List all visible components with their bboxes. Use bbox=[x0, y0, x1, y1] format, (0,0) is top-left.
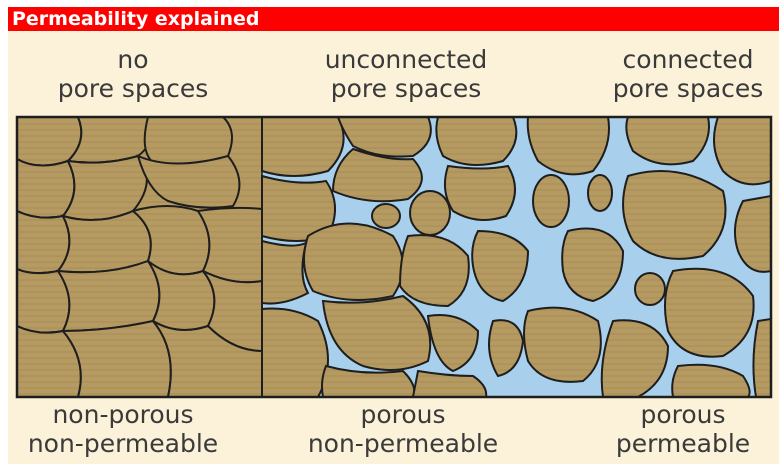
label-porous-permeable: porous permeable bbox=[598, 400, 768, 458]
label-line: permeable bbox=[598, 429, 768, 458]
grain bbox=[304, 224, 403, 301]
grain bbox=[635, 273, 665, 305]
label-line: porous bbox=[278, 400, 528, 429]
grain bbox=[588, 175, 612, 211]
label-line: non-permeable bbox=[8, 429, 238, 458]
grain bbox=[623, 171, 725, 259]
label-non-porous-non-permeable: non-porous non-permeable bbox=[8, 400, 238, 458]
grain bbox=[17, 211, 69, 273]
grain bbox=[262, 309, 328, 398]
permeability-figure: no pore spaces unconnected pore spaces c… bbox=[8, 31, 779, 464]
grain bbox=[262, 241, 308, 304]
grain bbox=[445, 166, 515, 220]
label-porous-non-permeable: porous non-permeable bbox=[278, 400, 528, 458]
label-line: non-porous bbox=[8, 400, 238, 429]
grain bbox=[17, 159, 74, 218]
grain bbox=[533, 175, 569, 227]
grain bbox=[410, 191, 450, 235]
grain bbox=[262, 117, 344, 176]
grain bbox=[753, 319, 771, 397]
grain bbox=[665, 269, 754, 357]
page-title: Permeability explained bbox=[12, 8, 260, 30]
grain bbox=[372, 204, 400, 228]
title-bar: Permeability explained bbox=[0, 0, 779, 31]
grain bbox=[58, 211, 151, 272]
grain bbox=[400, 235, 469, 306]
label-line: porous bbox=[598, 400, 768, 429]
grain bbox=[524, 308, 601, 382]
label-line: non-permeable bbox=[278, 429, 528, 458]
grain bbox=[436, 117, 516, 165]
grain bbox=[58, 261, 159, 331]
